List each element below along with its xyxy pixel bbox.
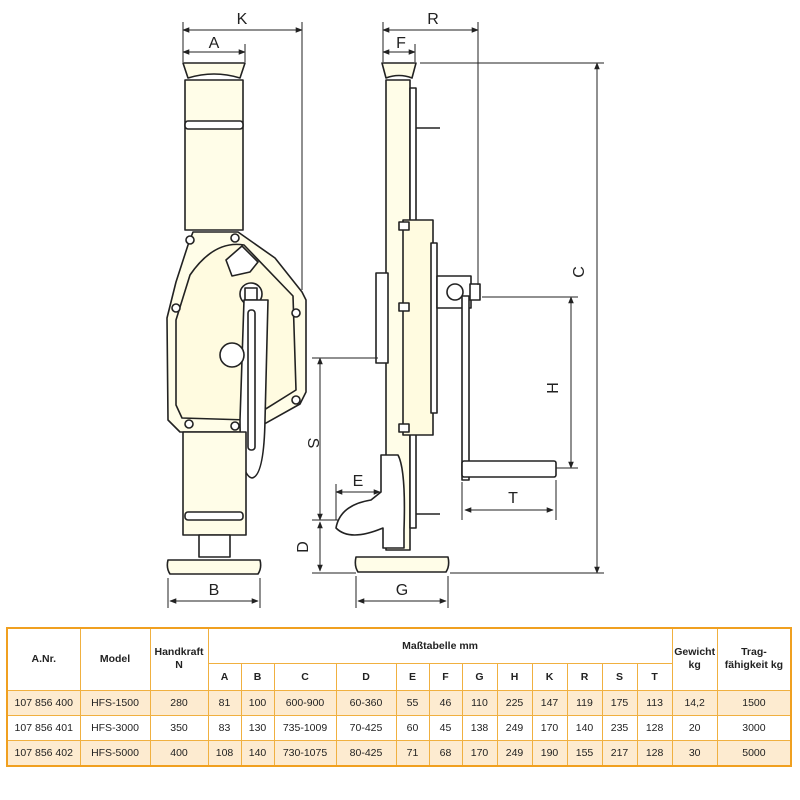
cell-dim-c: 730-1075 xyxy=(273,739,337,766)
cell-dim-d: 60-360 xyxy=(335,689,397,716)
cell-dim-h: 249 xyxy=(496,739,533,766)
header-dim-c: C xyxy=(273,662,337,691)
cell-dim-c: 735-1009 xyxy=(273,714,337,741)
cell-artnr: 107 856 402 xyxy=(6,739,81,766)
cell-model: HFS-1500 xyxy=(79,689,151,716)
header-gewicht: Gewicht kg xyxy=(671,627,718,691)
cell-dim-b: 100 xyxy=(240,689,275,716)
cell-dim-k: 190 xyxy=(531,739,568,766)
header-dim-f: F xyxy=(428,662,463,691)
cell-model: HFS-3000 xyxy=(79,714,151,741)
table-row: 107 856 402 HFS-5000 400 108 140 730-107… xyxy=(6,739,792,766)
dim-label-h: H xyxy=(545,382,562,394)
header-tragfaehigkeit: Trag- fähigkeit kg xyxy=(716,627,792,691)
header-dim-e: E xyxy=(395,662,430,691)
header-dim-r: R xyxy=(566,662,603,691)
cell-trag: 3000 xyxy=(716,714,792,741)
header-artnr: A.Nr. xyxy=(6,627,81,691)
header-masstabelle: Maßtabelle mm xyxy=(207,627,673,664)
cell-gewicht: 30 xyxy=(671,739,718,766)
cell-dim-e: 71 xyxy=(395,739,430,766)
cell-dim-s: 235 xyxy=(601,714,638,741)
cell-trag: 5000 xyxy=(716,739,792,766)
cell-dim-b: 130 xyxy=(240,714,275,741)
cell-dim-h: 249 xyxy=(496,714,533,741)
cell-dim-g: 138 xyxy=(461,714,498,741)
dimension-lines xyxy=(167,22,604,608)
dim-label-a: A xyxy=(209,35,220,52)
cell-artnr: 107 856 400 xyxy=(6,689,81,716)
cell-dim-b: 140 xyxy=(240,739,275,766)
cell-dim-t: 128 xyxy=(636,714,673,741)
cell-dim-g: 110 xyxy=(461,689,498,716)
cell-handkraft: 400 xyxy=(149,739,209,766)
cell-dim-f: 46 xyxy=(428,689,463,716)
cell-dim-d: 80-425 xyxy=(335,739,397,766)
cell-dim-k: 147 xyxy=(531,689,568,716)
cell-handkraft: 280 xyxy=(149,689,209,716)
cell-dim-f: 68 xyxy=(428,739,463,766)
cell-dim-g: 170 xyxy=(461,739,498,766)
cell-dim-r: 140 xyxy=(566,714,603,741)
technical-drawing: K A R F C H S E D T B G xyxy=(166,11,604,608)
dim-label-s: S xyxy=(304,438,321,449)
dim-label-e: E xyxy=(353,473,364,490)
dim-label-g: G xyxy=(396,582,408,599)
header-handkraft-unit: N xyxy=(175,659,183,672)
dim-label-b: B xyxy=(209,582,220,599)
header-dim-k: K xyxy=(531,662,568,691)
cell-dim-h: 225 xyxy=(496,689,533,716)
cell-dim-a: 83 xyxy=(207,714,242,741)
spec-table: A.Nr. Model Handkraft N Maßtabelle mm Ge… xyxy=(6,627,793,767)
cell-model: HFS-5000 xyxy=(79,739,151,766)
cell-dim-r: 155 xyxy=(566,739,603,766)
cell-dim-c: 600-900 xyxy=(273,689,337,716)
header-dim-d: D xyxy=(335,662,397,691)
cell-dim-f: 45 xyxy=(428,714,463,741)
front-view xyxy=(166,62,307,575)
dim-label-f: F xyxy=(396,35,406,52)
header-trag-label-2: fähigkeit kg xyxy=(724,659,784,672)
cell-dim-e: 55 xyxy=(395,689,430,716)
cell-dim-t: 113 xyxy=(636,689,673,716)
dim-label-c: C xyxy=(571,266,588,278)
header-dim-s: S xyxy=(601,662,638,691)
table-row: 107 856 400 HFS-1500 280 81 100 600-900 … xyxy=(6,689,792,716)
cell-dim-d: 70-425 xyxy=(335,714,397,741)
header-model: Model xyxy=(79,627,151,691)
header-dim-h: H xyxy=(496,662,533,691)
side-view xyxy=(335,62,557,573)
header-dim-a: A xyxy=(207,662,242,691)
header-gewicht-label: Gewicht xyxy=(674,646,716,659)
header-dim-t: T xyxy=(636,662,673,691)
cell-artnr: 107 856 401 xyxy=(6,714,81,741)
cell-dim-a: 108 xyxy=(207,739,242,766)
cell-trag: 1500 xyxy=(716,689,792,716)
header-trag-label: Trag- xyxy=(741,646,767,659)
cell-gewicht: 14,2 xyxy=(671,689,718,716)
dim-label-d: D xyxy=(295,541,312,553)
cell-dim-s: 217 xyxy=(601,739,638,766)
header-handkraft-label: Handkraft xyxy=(154,646,204,659)
header-handkraft: Handkraft N xyxy=(149,627,209,691)
header-gewicht-unit: kg xyxy=(688,659,701,672)
cell-dim-r: 119 xyxy=(566,689,603,716)
cell-dim-k: 170 xyxy=(531,714,568,741)
dim-label-t: T xyxy=(508,490,518,507)
table-row: 107 856 401 HFS-3000 350 83 130 735-1009… xyxy=(6,714,792,741)
cell-dim-t: 128 xyxy=(636,739,673,766)
cell-dim-a: 81 xyxy=(207,689,242,716)
cell-handkraft: 350 xyxy=(149,714,209,741)
header-dim-g: G xyxy=(461,662,498,691)
dim-label-r: R xyxy=(427,11,439,28)
cell-dim-e: 60 xyxy=(395,714,430,741)
dim-label-k: K xyxy=(237,11,248,28)
cell-gewicht: 20 xyxy=(671,714,718,741)
cell-dim-s: 175 xyxy=(601,689,638,716)
header-dim-b: B xyxy=(240,662,275,691)
